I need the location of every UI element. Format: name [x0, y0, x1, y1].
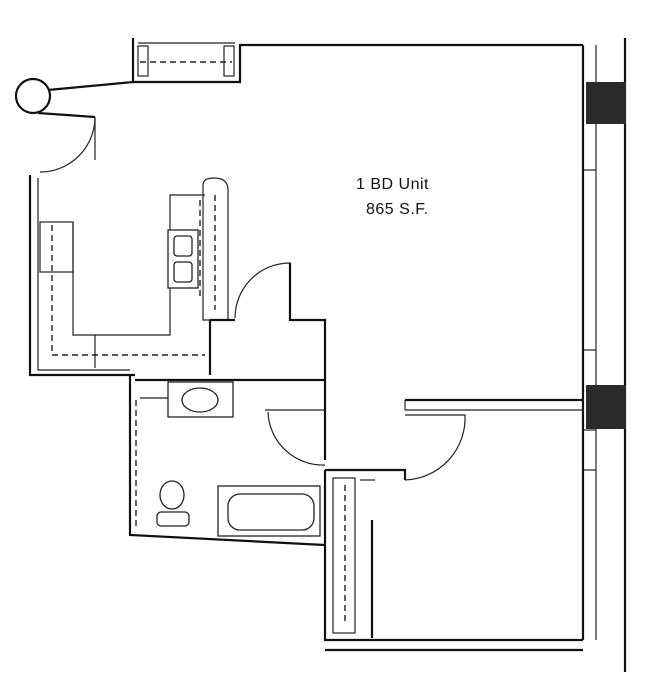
kitchen-sink	[167, 200, 201, 300]
kitchen-peninsula	[202, 177, 229, 375]
exterior-wall-right	[581, 38, 627, 672]
kitchen-walls	[28, 175, 205, 377]
door-swing-bedroom	[404, 414, 466, 481]
bathroom	[128, 375, 326, 547]
bedroom-closet	[323, 470, 583, 642]
bedroom-wall	[325, 398, 583, 480]
unit-name-label: 1 BD Unit	[356, 176, 429, 193]
hall-wall	[288, 263, 327, 460]
top-wall	[131, 38, 583, 84]
unit-area-label: 865 S.F.	[366, 201, 429, 218]
entry-area	[14, 77, 134, 173]
column-hatch-upper	[586, 82, 626, 124]
column-hatch-lower	[586, 385, 626, 429]
door-swing-closet	[234, 262, 291, 319]
door-swing-hall	[265, 409, 326, 466]
